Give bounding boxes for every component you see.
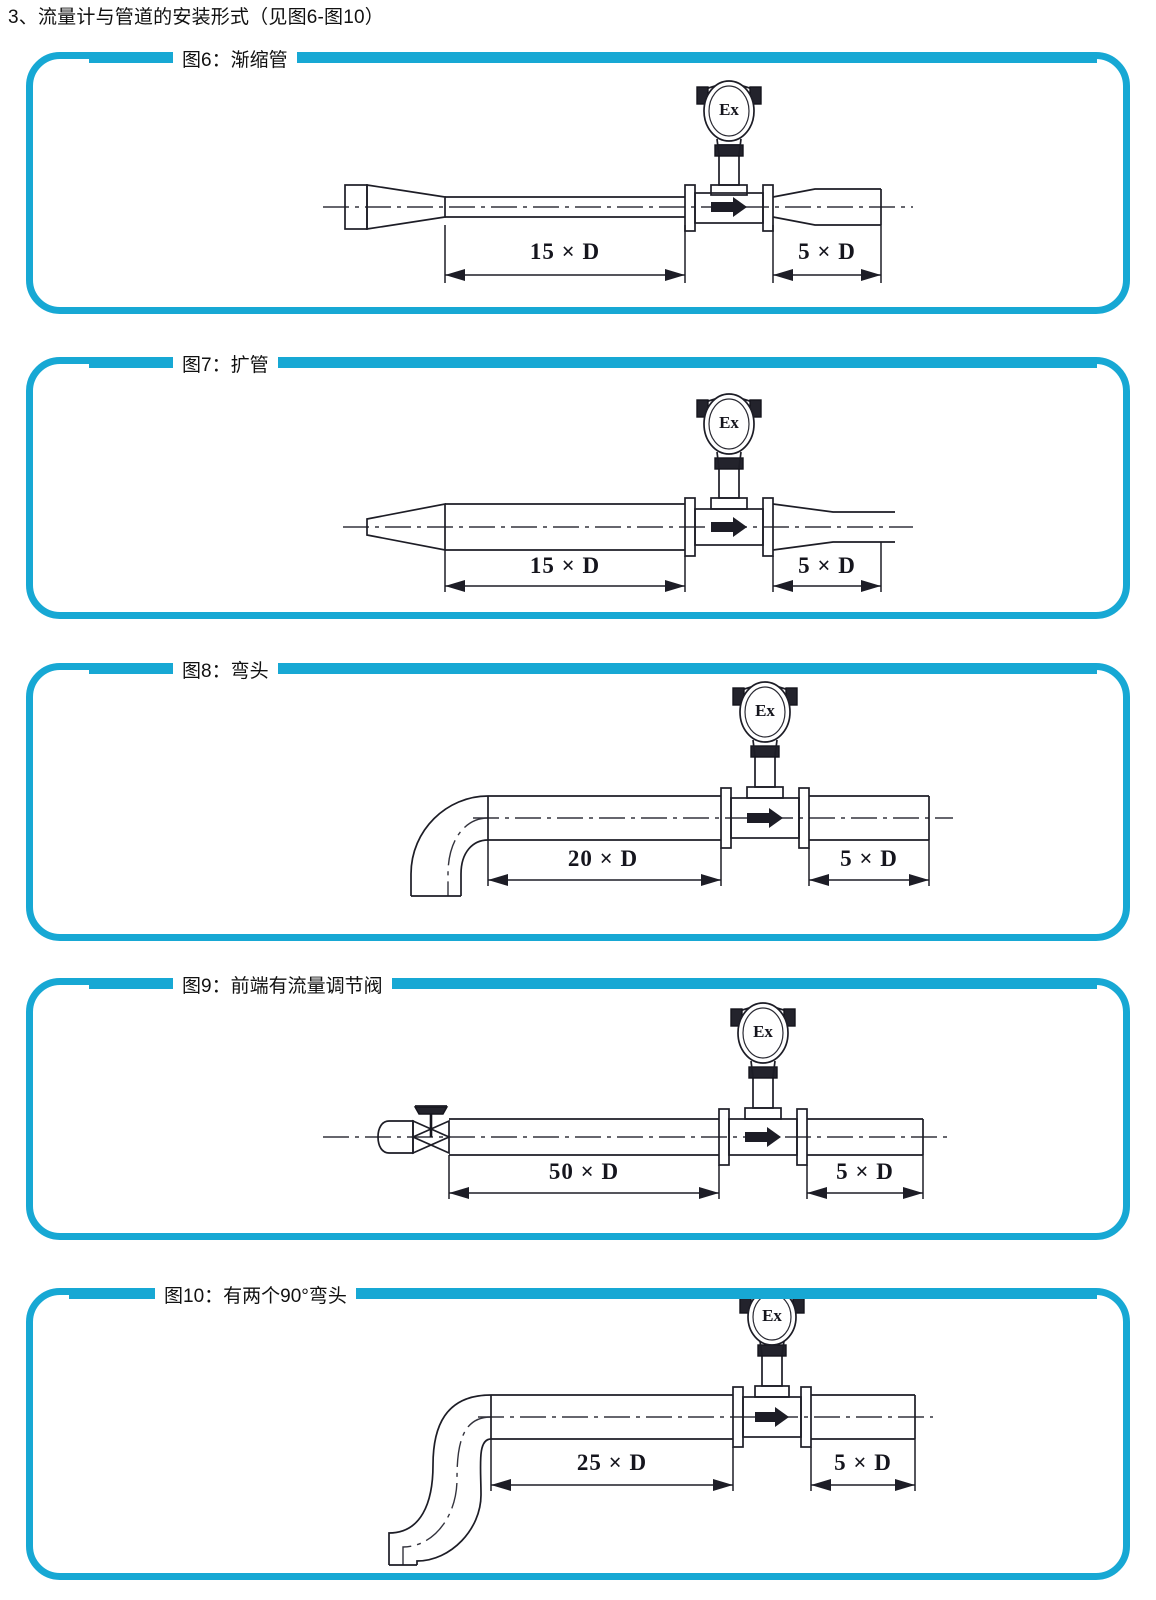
upstream-dimension-label: 25 × D [577, 1450, 647, 1475]
page-title: 3、流量计与管道的安装形式（见图6-图10） [8, 7, 384, 28]
figure-canvas-fig10: Ex 25 × D 5 × D [33, 1295, 1123, 1573]
inlet-control-valve [377, 1105, 452, 1155]
upstream-dimension-label: 20 × D [568, 846, 638, 871]
upstream-dimension-label: 15 × D [530, 553, 600, 578]
ex-marking-label: Ex [719, 413, 739, 432]
downstream-pipe [809, 795, 930, 841]
transmitter-neck [714, 144, 744, 186]
downstream-pipe [807, 1118, 924, 1156]
downstream-dimension-label: 5 × D [834, 1450, 892, 1475]
diagram-fig6: Ex 15 × D [323, 80, 913, 283]
figure-panel-fig7: Ex 15 × D 5 × D [26, 355, 1130, 619]
figure-canvas-fig6: Ex 15 × D [33, 59, 1123, 307]
upstream-pipe [487, 795, 721, 841]
diagram-fig8: Ex 20 × D 5 × D [410, 681, 953, 897]
figure-canvas-fig7: Ex 15 × D 5 × D [33, 364, 1123, 612]
dimension-downstream: 5 × D [810, 1439, 916, 1491]
figure-panel-fig6: Ex 15 × D [26, 50, 1130, 314]
flow-direction-arrow [747, 808, 783, 828]
transmitter-head: Ex [730, 1002, 796, 1078]
ex-marking-label: Ex [753, 1022, 773, 1041]
figure-panel-fig8: Ex 20 × D 5 × D [26, 661, 1130, 941]
flowmeter-body [718, 1107, 808, 1166]
diagram-fig9: Ex 50 × D 5 × D [323, 1002, 953, 1199]
dimension-downstream: 5 × D [808, 840, 930, 886]
transmitter-neck [714, 457, 744, 499]
transmitter-neck [748, 1066, 778, 1109]
ex-marking-label: Ex [762, 1306, 782, 1325]
dimension-upstream: 50 × D [448, 1155, 720, 1199]
upstream-pipe [445, 503, 685, 551]
upstream-pipe [449, 1118, 719, 1156]
dimension-downstream: 5 × D [772, 542, 882, 592]
ex-marking-label: Ex [755, 701, 775, 720]
diagram-fig10: Ex 25 × D 5 × D [388, 1295, 933, 1566]
flow-direction-arrow [755, 1407, 789, 1427]
dimension-downstream: 5 × D [772, 225, 882, 283]
transmitter-neck [750, 745, 780, 788]
upstream-pipe [445, 196, 685, 218]
transmitter-head: Ex [696, 80, 762, 156]
dimension-upstream: 15 × D [444, 550, 686, 592]
flow-direction-arrow [745, 1127, 781, 1147]
flowmeter-body [684, 497, 774, 557]
upstream-dimension-label: 50 × D [549, 1159, 619, 1184]
flow-direction-arrow [711, 517, 747, 537]
dimension-upstream: 25 × D [490, 1439, 734, 1491]
dimension-upstream: 20 × D [487, 840, 722, 886]
figure-canvas-fig9: Ex 50 × D 5 × D [33, 985, 1123, 1233]
figure-canvas-fig8: Ex 20 × D 5 × D [33, 670, 1123, 934]
downstream-pipe [811, 1394, 916, 1440]
downstream-dimension-label: 5 × D [840, 846, 898, 871]
dimension-upstream: 15 × D [444, 225, 686, 283]
diagram-fig7: Ex 15 × D 5 × D [343, 393, 913, 592]
downstream-dimension-label: 5 × D [798, 553, 856, 578]
transmitter-head: Ex [739, 1295, 805, 1356]
downstream-dimension-label: 5 × D [798, 239, 856, 264]
figure-panel-fig10: Ex 25 × D 5 × D [26, 1286, 1130, 1580]
ex-marking-label: Ex [719, 100, 739, 119]
downstream-pipe [772, 503, 895, 551]
inlet-elbow [410, 795, 489, 897]
upstream-dimension-label: 15 × D [530, 239, 600, 264]
downstream-pipe [772, 188, 882, 226]
transmitter-head: Ex [732, 681, 798, 757]
inlet-double-elbow [388, 1394, 492, 1566]
figure-panel-fig9: Ex 50 × D 5 × D [26, 976, 1130, 1240]
downstream-dimension-label: 5 × D [836, 1159, 894, 1184]
flow-direction-arrow [711, 197, 747, 217]
dimension-downstream: 5 × D [806, 1155, 924, 1199]
upstream-pipe [490, 1394, 733, 1440]
transmitter-head: Ex [696, 393, 762, 469]
